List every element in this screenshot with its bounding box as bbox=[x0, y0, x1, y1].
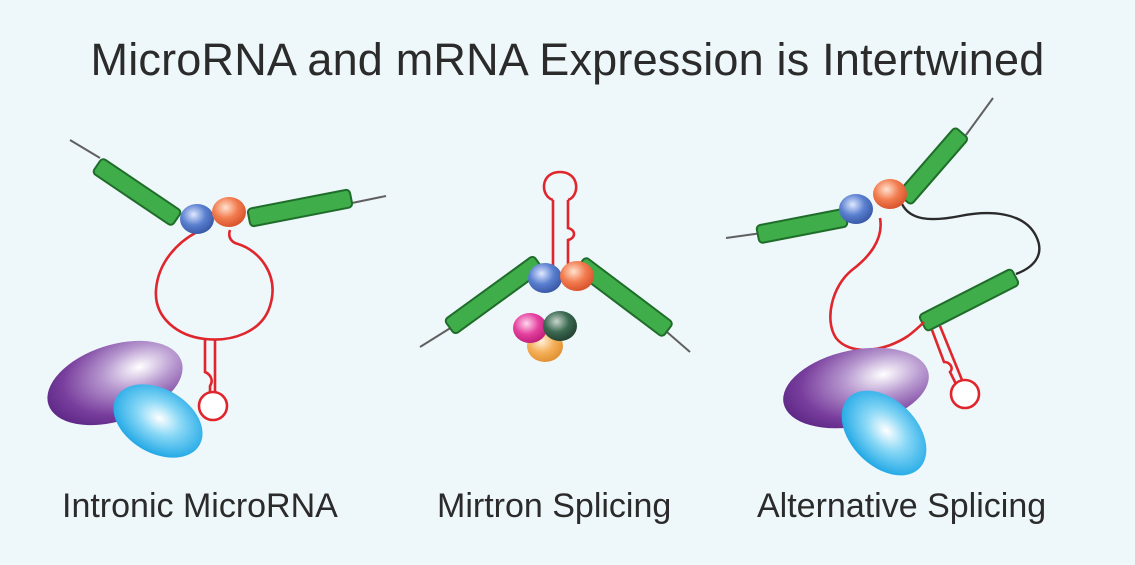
panel-mirtron-splicing bbox=[419, 170, 691, 362]
spliceosome-orange-protein bbox=[560, 261, 594, 291]
intron-loop bbox=[154, 229, 274, 341]
spliceosome-orange-protein bbox=[873, 179, 907, 209]
spliceosome-blue-protein bbox=[839, 194, 873, 224]
dna-strand-left bbox=[419, 326, 453, 348]
mirtron-hairpin-loop bbox=[542, 170, 578, 202]
dark-green-protein bbox=[543, 311, 577, 341]
dna-strand-top bbox=[965, 97, 994, 136]
exon-top bbox=[897, 127, 969, 205]
spliceosome-orange-protein bbox=[212, 197, 246, 227]
panel-intronic-microrna bbox=[47, 139, 387, 458]
page-title: MicroRNA and mRNA Expression is Intertwi… bbox=[90, 34, 1045, 85]
exon-left bbox=[92, 158, 182, 226]
intron-loop bbox=[829, 217, 925, 352]
dna-strand-right bbox=[351, 195, 387, 204]
mirna-hairpin-loop bbox=[197, 390, 229, 422]
spliceosome-blue-protein bbox=[528, 263, 562, 293]
exon-right bbox=[246, 188, 354, 228]
mirtron-hairpin-stem bbox=[551, 200, 576, 266]
pink-protein bbox=[513, 313, 547, 343]
exon-lower bbox=[918, 268, 1020, 332]
spliceosome-blue-protein bbox=[180, 204, 214, 234]
skipped-exon-loop bbox=[900, 203, 1041, 276]
caption-alternative-splicing: Alternative Splicing bbox=[757, 487, 1047, 525]
dna-strand-left bbox=[725, 232, 763, 239]
mirna-hairpin-stem bbox=[930, 325, 964, 385]
exon-left bbox=[755, 208, 849, 244]
mirna-hairpin-loop bbox=[949, 378, 981, 410]
dgcr8-cyan-protein bbox=[113, 384, 203, 458]
dgcr8-cyan-protein bbox=[841, 390, 927, 476]
caption-mirtron-splicing: Mirtron Splicing bbox=[437, 487, 672, 525]
exon-left bbox=[444, 255, 544, 335]
mirna-hairpin-stem bbox=[203, 339, 217, 396]
caption-intronic-microrna: Intronic MicroRNA bbox=[62, 487, 338, 525]
panel-alternative-splicing bbox=[725, 97, 1041, 476]
dna-strand-left bbox=[69, 139, 101, 159]
